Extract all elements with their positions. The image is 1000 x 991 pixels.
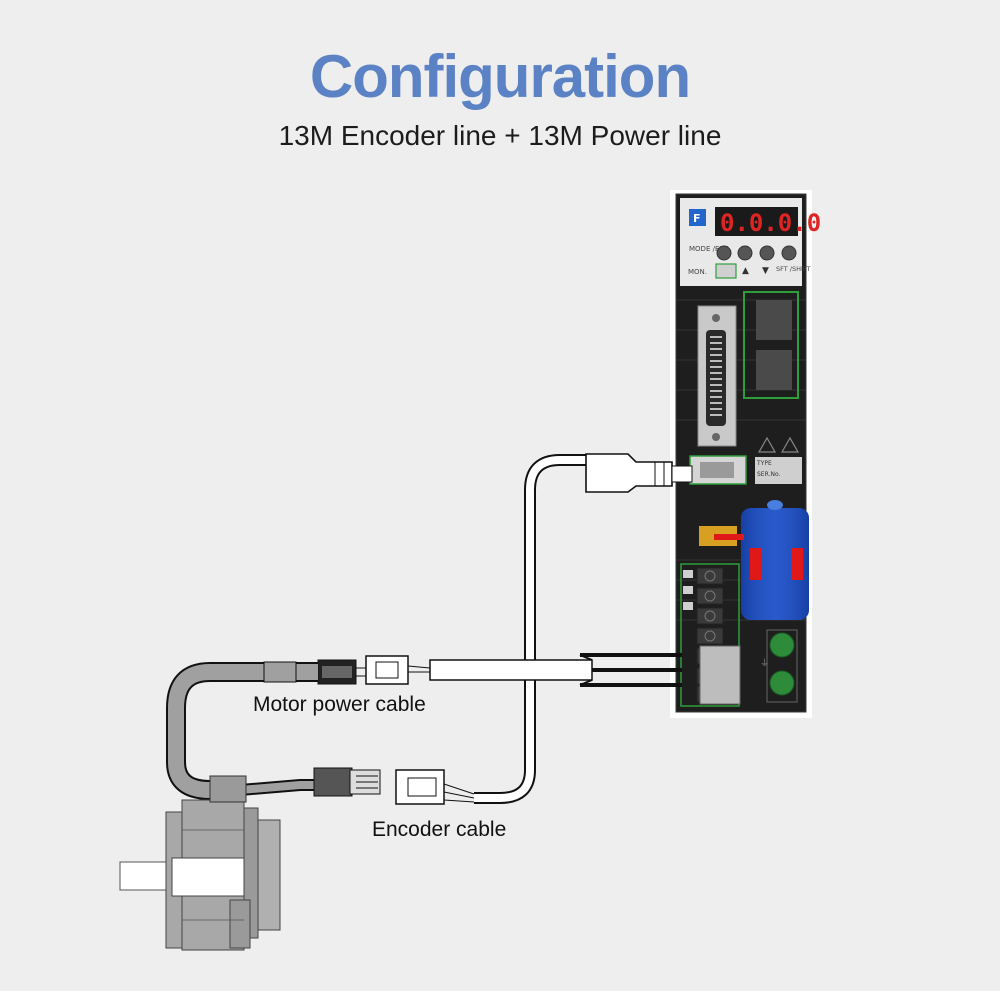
warning-icon — [757, 436, 777, 453]
sft-key-label: SFT /SHIFT — [776, 265, 811, 273]
warning-icon — [780, 436, 800, 453]
down-arrow-icon: ▼ — [762, 266, 769, 276]
capacitor — [741, 500, 809, 620]
comm-port-2 — [756, 350, 792, 390]
page-title: Configuration — [309, 43, 691, 110]
up-arrow-icon: ▲ — [742, 266, 749, 276]
motor-output-plug — [699, 645, 741, 705]
encoder-connector-male — [313, 767, 353, 797]
shift-button[interactable] — [781, 245, 797, 261]
comm-port-1 — [756, 300, 792, 340]
up-button[interactable] — [737, 245, 753, 261]
ground-icon: ⏚ — [760, 658, 769, 669]
brand-logo-text: F — [693, 212, 701, 225]
servo-drive: F 0.0.0.0 MODE /ESC MON. ▲ ▼ SFT /SHIFT — [670, 190, 821, 718]
motor-encoder-lead — [239, 767, 475, 805]
encoder-drive-plug — [585, 453, 673, 493]
motor-power-cable-label: Motor power cable — [253, 693, 426, 716]
ser-label: SER.No. — [757, 471, 781, 478]
encoder-cable — [474, 453, 693, 804]
mon-connector — [715, 263, 737, 279]
servo-motor — [119, 775, 281, 951]
brand-logo — [689, 209, 706, 226]
motor-shaft — [119, 861, 171, 891]
encoder-cable-label: Encoder cable — [372, 818, 507, 841]
type-label: TYPE — [756, 460, 772, 467]
ground-terminal — [769, 632, 795, 658]
down-button[interactable] — [759, 245, 775, 261]
mode-button[interactable] — [716, 245, 732, 261]
led-display-value: 0.0.0.0 — [720, 209, 821, 237]
led-display — [715, 207, 798, 236]
mode-key-label: MODE /ESC — [689, 245, 729, 253]
page-subtitle: 13M Encoder line + 13M Power line — [278, 120, 722, 151]
motor-power-cable — [166, 653, 682, 800]
encoder-socket — [689, 455, 747, 485]
ground-terminal — [769, 670, 795, 696]
mon-label: MON. — [688, 268, 707, 276]
